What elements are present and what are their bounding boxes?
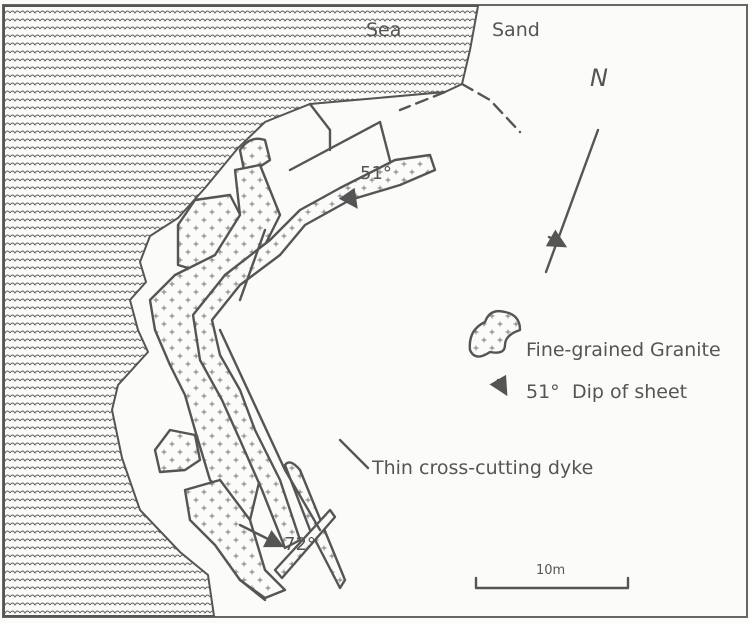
dip-arrow-51 xyxy=(338,187,358,209)
legend-dip-arrow-icon xyxy=(489,374,508,397)
north-arrow-icon xyxy=(544,128,600,274)
north-label: N xyxy=(590,64,608,92)
granite-body-lower xyxy=(183,478,287,600)
sand-label: Sand xyxy=(492,19,540,41)
legend-granite-symbol xyxy=(468,309,522,358)
dip-arrow-72 xyxy=(238,523,285,548)
legend-dip-value: 51° xyxy=(526,381,560,403)
dyke-label: Thin cross-cutting dyke xyxy=(372,457,594,479)
sand-boundary-dashed-2 xyxy=(460,82,522,134)
granite-body-middle xyxy=(153,428,202,474)
fault-line xyxy=(218,228,322,602)
legend-dip-label: Dip of sheet xyxy=(572,381,688,403)
sea-label: Sea xyxy=(366,19,402,41)
thin-cross-cutting-dyke xyxy=(273,508,337,580)
scale-bar-label: 10m xyxy=(536,563,566,578)
dyke-leader-line xyxy=(338,438,370,470)
legend-granite-label: Fine-grained Granite xyxy=(526,339,721,361)
dip-51-label: 51° xyxy=(360,163,392,184)
sand-boundary-dashed xyxy=(398,90,447,112)
dip-72-label: 72° xyxy=(284,534,316,555)
scale-bar xyxy=(474,576,630,590)
